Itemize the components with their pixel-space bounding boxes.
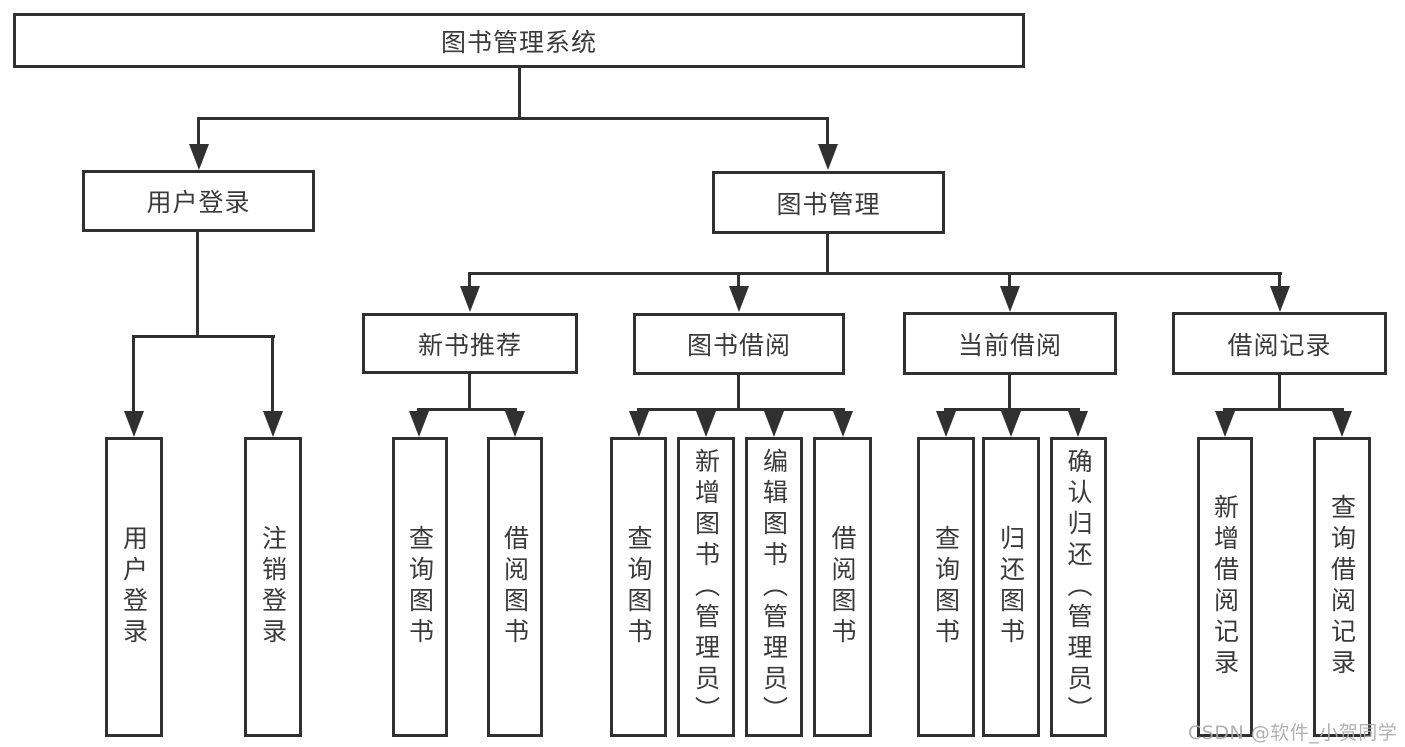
arrow-down-icon [124, 411, 144, 437]
arrow-down-icon [1215, 411, 1235, 437]
node-new-book-recommend: 新书推荐 [362, 313, 578, 374]
connector-line [637, 408, 845, 411]
arrow-down-icon [1332, 411, 1352, 437]
arrow-down-icon [833, 411, 853, 437]
node-book-management: 图书管理 [712, 171, 945, 234]
leaf-borrow-books-recommend: 借阅图书 [487, 437, 543, 737]
connector-line [468, 374, 471, 408]
connector-line [1008, 375, 1011, 408]
leaf-query-books-current: 查询图书 [917, 437, 975, 737]
connector-line [944, 408, 1080, 411]
connector-line [197, 117, 200, 147]
leaf-query-books-recommend-label: 查询图书 [405, 525, 435, 649]
arrow-down-icon [1000, 286, 1020, 312]
arrow-down-icon [1001, 411, 1021, 437]
arrow-down-icon [729, 286, 749, 312]
connector-line [1223, 408, 1344, 411]
node-book-borrow-label: 图书借阅 [686, 331, 791, 360]
connector-line [132, 335, 135, 413]
leaf-edit-books-admin: 编辑图书（管理员） [745, 437, 803, 737]
leaf-query-borrow-record: 查询借阅记录 [1313, 437, 1371, 737]
leaf-add-borrow-record: 新增借阅记录 [1197, 437, 1253, 737]
leaf-query-books-borrow-label: 查询图书 [624, 525, 653, 649]
connector-line [1278, 272, 1281, 290]
arrow-down-icon [263, 411, 283, 437]
leaf-logout: 注销登录 [244, 437, 302, 737]
leaf-query-books-recommend: 查询图书 [392, 437, 448, 737]
leaf-edit-books-admin-label: 编辑图书（管理员） [759, 447, 789, 727]
leaf-return-books-label: 归还图书 [996, 525, 1026, 649]
connector-line [1008, 272, 1011, 290]
connector-line [196, 232, 199, 335]
node-new-book-recommend-label: 新书推荐 [417, 330, 522, 360]
leaf-query-books-borrow: 查询图书 [610, 437, 667, 737]
arrow-down-icon [460, 286, 480, 312]
connector-line [271, 335, 274, 413]
connector-line [417, 408, 517, 411]
leaf-confirm-return-admin: 确认归还（管理员） [1050, 437, 1107, 737]
node-user-login-label: 用户登录 [146, 188, 251, 217]
node-user-login: 用户登录 [82, 170, 315, 232]
leaf-add-books-admin-label: 新增图书（管理员） [691, 447, 721, 727]
arrow-down-icon [505, 411, 525, 437]
arrow-down-icon [1068, 411, 1088, 437]
connector-line [197, 117, 829, 120]
leaf-query-books-current-label: 查询图书 [931, 525, 961, 649]
csdn-watermark: CSDN @软件_小贺同学 [1188, 722, 1398, 744]
leaf-query-borrow-record-label: 查询借阅记录 [1327, 494, 1357, 680]
connector-line [518, 68, 521, 117]
leaf-borrow-books-recommend-label: 借阅图书 [500, 525, 530, 649]
leaf-user-login-label: 用户登录 [119, 525, 149, 649]
node-borrow-record: 借阅记录 [1172, 312, 1387, 375]
node-root: 图书管理系统 [13, 13, 1025, 68]
connector-line [826, 234, 829, 272]
connector-line [826, 117, 829, 147]
connector-line [737, 272, 740, 290]
node-root-label: 图书管理系统 [440, 27, 597, 57]
arrow-down-icon [189, 144, 209, 170]
connector-line [468, 272, 1282, 275]
leaf-add-borrow-record-label: 新增借阅记录 [1210, 494, 1240, 680]
arrow-down-icon [409, 411, 429, 437]
leaf-user-login: 用户登录 [105, 437, 163, 737]
connector-line [1278, 375, 1281, 408]
arrow-down-icon [696, 411, 716, 437]
leaf-return-books: 归还图书 [982, 437, 1040, 737]
arrow-down-icon [629, 411, 649, 437]
connector-line [468, 272, 471, 290]
connector-line [737, 375, 740, 408]
leaf-borrow-books: 借阅图书 [813, 437, 872, 737]
leaf-borrow-books-label: 借阅图书 [828, 525, 857, 649]
node-borrow-record-label: 借阅记录 [1227, 330, 1332, 360]
arrow-down-icon [936, 411, 956, 437]
arrow-down-icon [764, 411, 784, 437]
node-current-borrow-label: 当前借阅 [957, 330, 1062, 360]
arrow-down-icon [818, 144, 838, 170]
arrow-down-icon [1270, 286, 1290, 312]
node-book-management-label: 图书管理 [776, 189, 881, 219]
node-book-borrow: 图书借阅 [633, 313, 845, 375]
leaf-logout-label: 注销登录 [258, 525, 288, 649]
node-current-borrow: 当前借阅 [903, 312, 1117, 375]
connector-line [132, 335, 275, 338]
leaf-confirm-return-admin-label: 确认归还（管理员） [1064, 447, 1093, 727]
leaf-add-books-admin: 新增图书（管理员） [677, 437, 735, 737]
